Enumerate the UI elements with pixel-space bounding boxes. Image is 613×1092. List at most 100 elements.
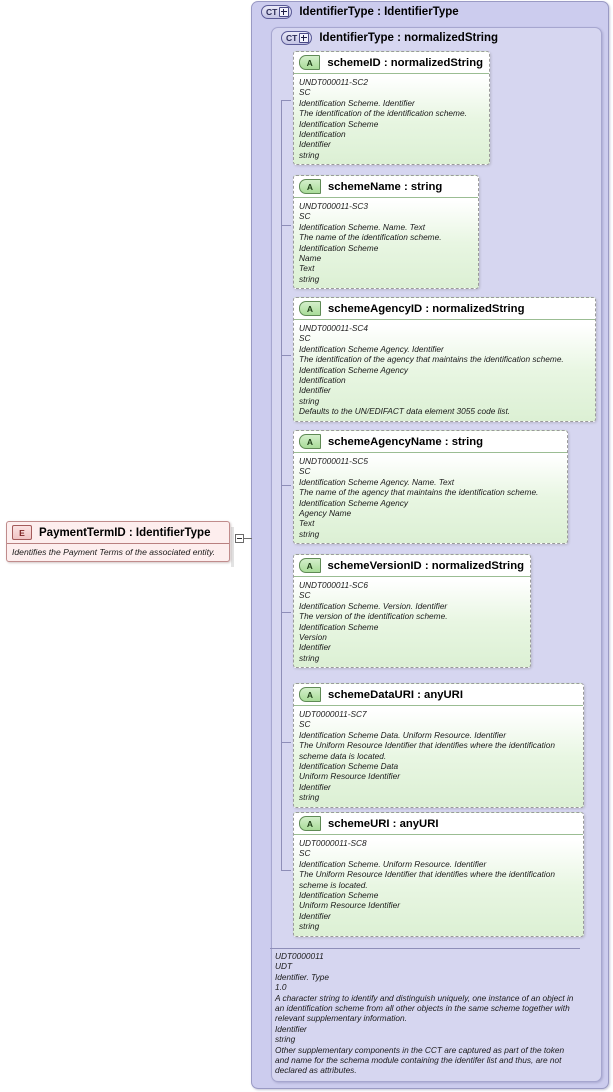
attribute-title: schemeDataURI : anyURI [328, 688, 463, 701]
typedoc-line: Identifier [275, 1023, 307, 1034]
attr-line: Defaults to the UN/EDIFACT data element … [299, 406, 511, 417]
attr-line: Identifier [299, 910, 331, 921]
attr-line: Identifier [299, 642, 331, 653]
attr-line: UNDT000011-SC2 [299, 77, 369, 87]
ct-badge-label: CT [266, 7, 278, 17]
attr-line: The identification of the identification… [299, 108, 467, 119]
attribute-box-schemeAgencyID[interactable]: A schemeAgencyID : normalizedString UNDT… [293, 297, 596, 422]
attribute-title-row: A schemeAgencyID : normalizedString [294, 298, 595, 320]
tree-connector-stub [281, 225, 291, 226]
attribute-badge-icon: A [299, 687, 321, 702]
typedoc-line: Identifier. Type [275, 971, 329, 982]
attr-line: Identifier [299, 781, 331, 792]
attribute-box-schemeName[interactable]: A schemeName : string UNDT000011-SC3 SC … [293, 175, 479, 290]
attribute-box-schemeAgencyName[interactable]: A schemeAgencyName : string UNDT000011-S… [293, 430, 568, 545]
attribute-documentation: UNDT000011-SC4 SC Identification Scheme … [294, 320, 595, 421]
tree-connector-stub [281, 355, 291, 356]
attribute-documentation: UDT0000011-SC7 SC Identification Scheme … [294, 706, 583, 807]
attr-line: UNDT000011-SC4 [299, 323, 369, 333]
attribute-badge-icon: A [299, 55, 321, 70]
typedoc-line: 1.0 [275, 982, 287, 993]
attr-line: string [299, 528, 320, 539]
attribute-documentation: UNDT000011-SC3 SC Identification Scheme.… [294, 198, 478, 288]
attribute-title-row: A schemeName : string [294, 176, 478, 198]
attr-line: The name of the agency that maintains th… [299, 487, 539, 498]
complex-type-title-outer: IdentifierType : IdentifierType [299, 6, 459, 18]
attr-line: Identification Scheme Agency [299, 364, 408, 375]
attr-line: Identification Scheme. Name. Text [299, 221, 426, 232]
attr-line: Identification Scheme Agency. Name. Text [299, 476, 455, 487]
collapse-minus-icon[interactable] [235, 534, 244, 543]
element-box-PaymentTermID[interactable]: E PaymentTermID : IdentifierType Identif… [6, 521, 230, 563]
attr-line: SC [299, 87, 311, 98]
expand-plus-icon[interactable] [299, 33, 310, 43]
attr-line: Identification [299, 129, 346, 140]
attr-line: SC [299, 211, 311, 222]
element-title-row: E PaymentTermID : IdentifierType [7, 522, 229, 544]
attribute-title-row: A schemeURI : anyURI [294, 813, 583, 835]
attribute-title-row: A schemeID : normalizedString [294, 52, 489, 74]
attr-line: string [299, 792, 320, 803]
attr-line: UDT0000011-SC7 [299, 709, 367, 719]
attr-line: Identification Scheme. Identifier [299, 97, 415, 108]
element-documentation: Identifies the Payment Terms of the asso… [12, 547, 216, 557]
attribute-documentation: UDT0000011-SC8 SC Identification Scheme.… [294, 835, 583, 936]
attribute-title-row: A schemeVersionID : normalizedString [294, 555, 530, 577]
tree-connector-stub [281, 485, 291, 486]
tree-connector-stub [281, 100, 291, 101]
attr-line: Text [299, 518, 315, 529]
attribute-title: schemeAgencyName : string [328, 435, 484, 448]
tree-connector-stub [281, 870, 291, 871]
attribute-badge-icon: A [299, 434, 321, 449]
attribute-documentation: UNDT000011-SC6 SC Identification Scheme.… [294, 577, 530, 667]
attr-line: The identification of the agency that ma… [299, 354, 564, 365]
attribute-box-schemeDataURI[interactable]: A schemeDataURI : anyURI UDT0000011-SC7 … [293, 683, 584, 808]
attribute-box-schemeID[interactable]: A schemeID : normalizedString UNDT000011… [293, 51, 490, 166]
attribute-title: schemeName : string [328, 180, 443, 193]
attribute-documentation: UNDT000011-SC2 SC Identification Scheme.… [294, 74, 489, 164]
typedoc-line: string [275, 1034, 296, 1045]
attribute-badge-icon: A [299, 179, 321, 194]
tree-connector-stub [281, 612, 291, 613]
attr-line: string [299, 395, 320, 406]
attr-line: The Uniform Resource Identifier that ide… [299, 740, 555, 761]
attr-line: UNDT000011-SC5 [299, 456, 369, 466]
attr-line: Version [299, 632, 327, 643]
complex-type-header-outer[interactable]: CT IdentifierType : IdentifierType [261, 5, 459, 19]
attribute-badge-icon: A [299, 301, 321, 316]
element-badge-icon: E [12, 525, 32, 540]
attribute-title-row: A schemeDataURI : anyURI [294, 684, 583, 706]
complex-type-title-inner: IdentifierType : normalizedString [319, 32, 499, 44]
attr-line: Identification [299, 375, 346, 386]
attribute-box-schemeURI[interactable]: A schemeURI : anyURI UDT0000011-SC8 SC I… [293, 812, 584, 937]
attr-line: string [299, 149, 320, 160]
expand-plus-icon[interactable] [279, 7, 290, 17]
complex-type-badge-icon[interactable]: CT [281, 31, 313, 45]
attr-line: SC [299, 590, 311, 601]
attr-line: SC [299, 719, 311, 730]
attr-line: Identification Scheme [299, 890, 379, 901]
attribute-documentation: UNDT000011-SC5 SC Identification Scheme … [294, 453, 567, 543]
attr-line: Uniform Resource Identifier [299, 900, 400, 911]
element-title: PaymentTermID : IdentifierType [39, 526, 211, 539]
ct-badge-label: CT [286, 33, 298, 43]
attr-line: The version of the identification scheme… [299, 611, 448, 622]
attr-line: Identification Scheme. Version. Identifi… [299, 600, 448, 611]
complex-type-badge-icon[interactable]: CT [261, 5, 293, 19]
attr-line: Identifier [299, 385, 331, 396]
attr-line: Identification Scheme. Uniform Resource.… [299, 858, 487, 869]
attr-line: Identification Scheme Data [299, 761, 399, 772]
complex-type-header-inner[interactable]: CT IdentifierType : normalizedString [281, 31, 498, 45]
attr-line: Identifier [299, 139, 331, 150]
attr-line: Identification Scheme [299, 621, 379, 632]
attr-line: Identification Scheme Data. Uniform Reso… [299, 729, 507, 740]
attr-line: Identification Scheme [299, 118, 379, 129]
typedoc-line: A character string to identify and disti… [275, 992, 574, 1024]
typedoc-line: Other supplementary components in the CC… [275, 1044, 565, 1076]
attr-line: UNDT000011-SC6 [299, 580, 369, 590]
element-box-shadow [231, 527, 234, 567]
attr-line: Identification Scheme Agency. Identifier [299, 343, 444, 354]
attribute-box-schemeVersionID[interactable]: A schemeVersionID : normalizedString UND… [293, 554, 531, 669]
attribute-badge-icon: A [299, 816, 321, 831]
